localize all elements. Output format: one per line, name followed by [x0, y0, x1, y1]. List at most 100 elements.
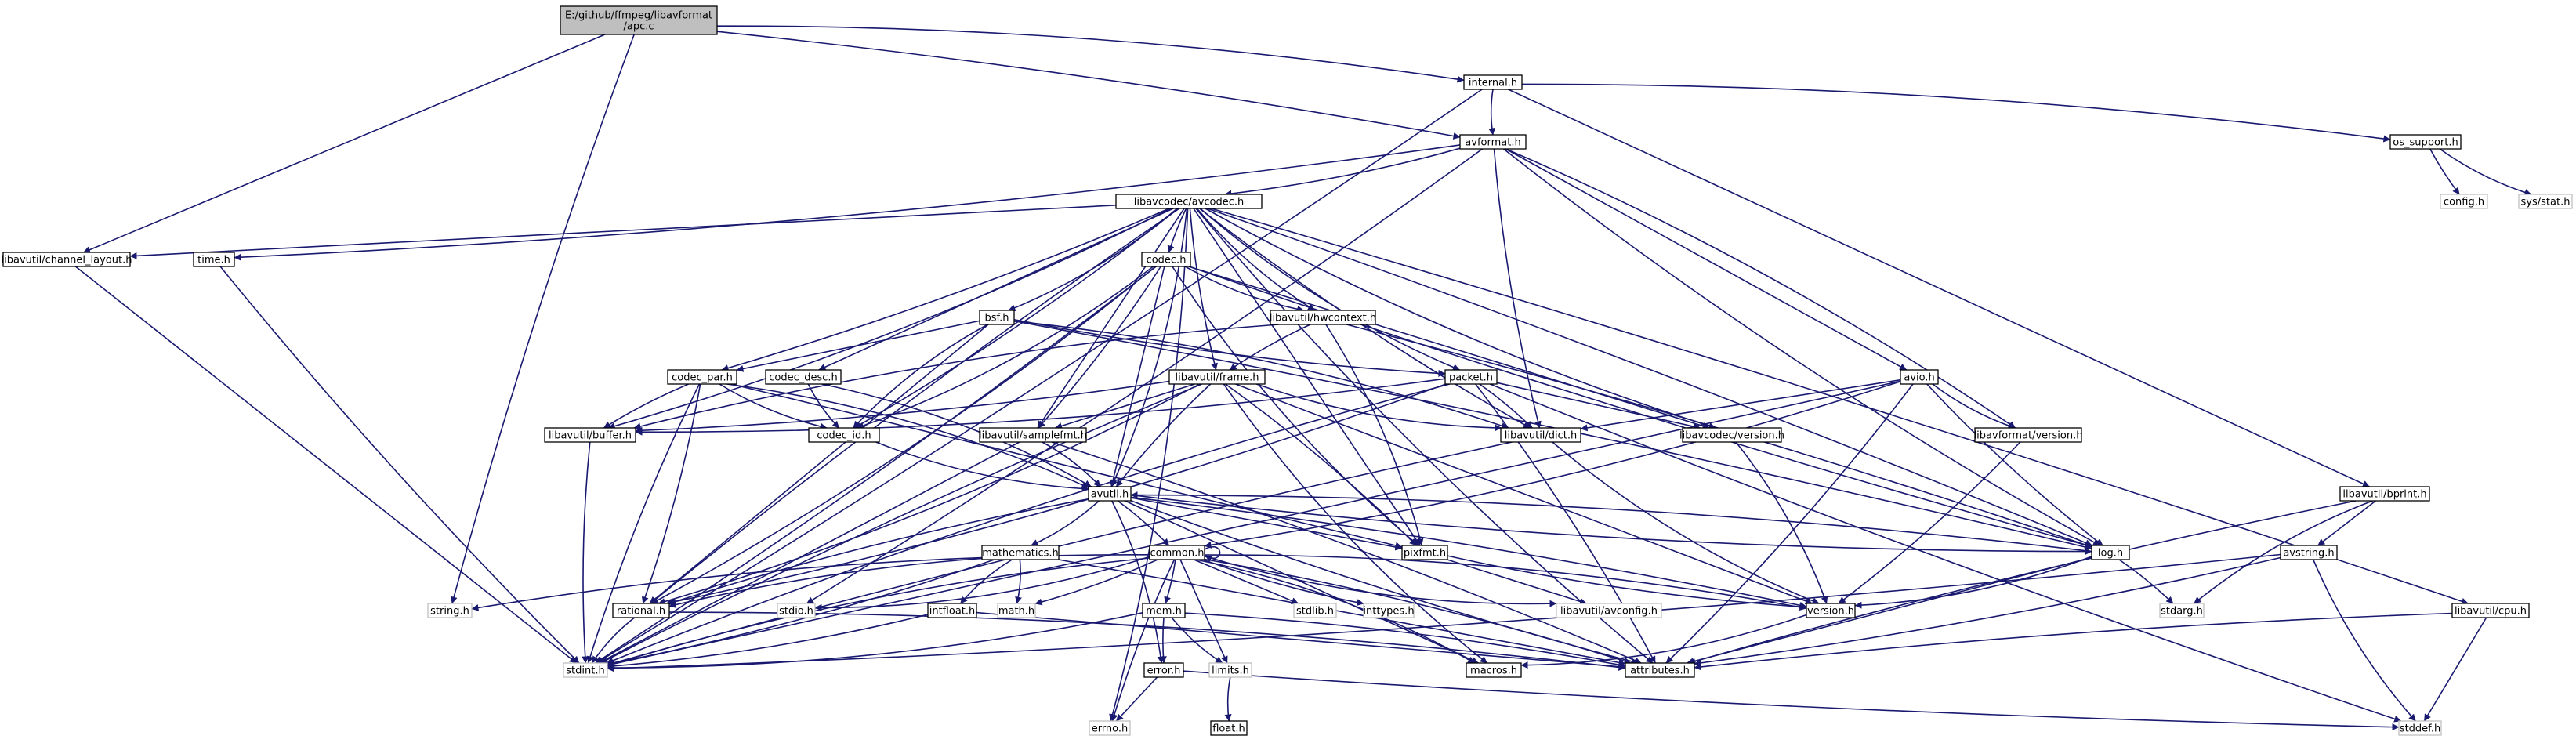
node-packet-h[interactable]: packet.h	[1444, 369, 1498, 385]
edge-avcodec-to-avcversion	[1205, 208, 1716, 429]
edge-pixfmt-to-version	[1447, 555, 1807, 611]
edge-cpu-to-stddef	[2423, 617, 2487, 722]
node-rational-h[interactable]: rational.h	[612, 603, 670, 618]
node-stddef-h[interactable]: stddef.h	[2398, 720, 2442, 736]
node-attributes-h[interactable]: attributes.h	[1625, 662, 1695, 678]
node-errno-h[interactable]: errno.h	[1089, 720, 1131, 736]
node-label: libavutil/frame.h	[1176, 372, 1259, 384]
edge-avutil-to-logh	[1130, 494, 2092, 556]
node-string-h[interactable]: string.h	[427, 603, 473, 618]
node-box	[1270, 310, 1376, 325]
node-label: libavutil/channel_layout.h	[2, 255, 132, 266]
edge-codecpar-to-stdint	[586, 383, 701, 664]
node-box	[193, 252, 235, 267]
edge-avstring-to-stdint	[607, 553, 2281, 672]
node-time-h[interactable]: time.h	[193, 252, 235, 267]
node-label: libavutil/avconfig.h	[1560, 606, 1658, 618]
node-os-support-h[interactable]: os_support.h	[2389, 134, 2462, 150]
node-stdint-h[interactable]: stdint.h	[563, 662, 608, 678]
node-stdarg-h[interactable]: stdarg.h	[2159, 603, 2205, 618]
edge-avformat-to-timeh	[234, 144, 1461, 261]
node-math-h[interactable]: math.h	[997, 603, 1036, 618]
node-config-h[interactable]: config.h	[2440, 194, 2488, 209]
node-stdlib-h[interactable]: stdlib.h	[1293, 603, 1337, 618]
node-pixfmt-h[interactable]: pixfmt.h	[1401, 545, 1448, 560]
node-codec-par-h[interactable]: codec_par.h	[667, 369, 737, 385]
node-macros-h[interactable]: macros.h	[1466, 662, 1522, 678]
node-label: E:/github/ffmpeg/libavformat	[565, 10, 712, 22]
node-bsf-h[interactable]: bsf.h	[979, 310, 1015, 325]
edge-root-to-stringh	[450, 34, 635, 604]
node-codec-desc-h[interactable]: codec_desc.h	[765, 369, 842, 385]
node-libavutil-samplefmt-h[interactable]: libavutil/samplefmt.h	[979, 427, 1087, 443]
node-label: avio.h	[1904, 372, 1934, 384]
edge-os_support-to-sysstat	[2439, 148, 2532, 196]
node-libavutil-bprint-h[interactable]: libavutil/bprint.h	[2339, 486, 2430, 502]
node-libavcodec-avcodec-h[interactable]: libavcodec/avcodec.h	[1115, 194, 1263, 209]
node-avutil-h[interactable]: avutil.h	[1088, 486, 1132, 502]
node-box	[2, 252, 131, 267]
node-label: macros.h	[1470, 665, 1517, 677]
node-libavutil-buffer-h[interactable]: libavutil/buffer.h	[544, 427, 636, 443]
node-intfloat-h[interactable]: intfloat.h	[927, 603, 977, 618]
dependency-edges	[74, 25, 2532, 731]
node-label: codec_par.h	[672, 372, 733, 384]
node-e-github-ffmpeg-libavformat-apc-c[interactable]: E:/github/ffmpeg/libavformat/apc.c	[560, 5, 718, 35]
node-limits-h[interactable]: limits.h	[1208, 662, 1252, 678]
edge-avutil-to-error	[1111, 500, 1165, 664]
node-label: string.h	[430, 606, 469, 618]
node-box	[1088, 486, 1132, 502]
node-label: math.h	[998, 606, 1034, 618]
edge-codec-to-avutil	[1109, 266, 1165, 487]
node-label: codec_desc.h	[769, 372, 838, 384]
node-libavutil-frame-h[interactable]: libavutil/frame.h	[1168, 369, 1266, 385]
node-codec-id-h[interactable]: codec_id.h	[808, 427, 880, 443]
node-box	[563, 662, 608, 678]
node-label: avformat.h	[1465, 137, 1520, 149]
node-label: float.h	[1212, 723, 1245, 735]
node-error-h[interactable]: error.h	[1143, 662, 1184, 678]
node-box	[1149, 545, 1205, 560]
node-mathematics-h[interactable]: mathematics.h	[981, 545, 1060, 560]
edge-frame-to-buffer	[635, 380, 1170, 434]
node-libavcodec-version-h[interactable]: libavcodec/version.h	[1679, 427, 1784, 443]
node-avio-h[interactable]: avio.h	[1900, 369, 1939, 385]
edge-frame-to-avutil	[1115, 383, 1212, 487]
edge-logh-to-attributes	[1687, 556, 2092, 665]
node-sys-stat-h[interactable]: sys/stat.h	[2518, 194, 2573, 209]
node-libavformat-version-h[interactable]: libavformat/version.h	[1974, 427, 2083, 443]
edge-mem-to-limits	[1171, 617, 1223, 664]
node-float-h[interactable]: float.h	[1210, 720, 1248, 736]
edge-error-to-stddef	[1183, 670, 2400, 731]
node-libavutil-channel-layout-h[interactable]: libavutil/channel_layout.h	[2, 252, 132, 267]
node-log-h[interactable]: log.h	[2091, 545, 2130, 560]
node-libavutil-hwcontext-h[interactable]: libavutil/hwcontext.h	[1270, 310, 1376, 325]
node-inttypes-h[interactable]: inttypes.h	[1363, 603, 1415, 618]
node-version-h[interactable]: version.h	[1806, 603, 1856, 618]
edge-lavfversion-to-version	[1838, 441, 2021, 604]
edge-avio-to-dict	[1580, 379, 1901, 432]
node-libavutil-avconfig-h[interactable]: libavutil/avconfig.h	[1556, 603, 1662, 618]
node-stdio-h[interactable]: stdio.h	[777, 603, 816, 618]
edge-intfloat-to-stdint	[607, 614, 929, 670]
edge-timeh-to-stdint	[219, 266, 580, 664]
edge-bsf-to-dict	[1013, 321, 1509, 429]
edge-frame-to-macros	[1223, 383, 1487, 664]
edge-avcversion-to-version	[1735, 441, 1828, 604]
node-libavutil-dict-h[interactable]: libavutil/dict.h	[1500, 427, 1581, 443]
node-avformat-h[interactable]: avformat.h	[1459, 134, 1527, 150]
node-box	[2440, 194, 2488, 209]
node-common-h[interactable]: common.h	[1149, 545, 1205, 560]
node-mem-h[interactable]: mem.h	[1142, 603, 1186, 618]
node-internal-h[interactable]: internal.h	[1463, 74, 1523, 90]
node-libavutil-cpu-h[interactable]: libavutil/cpu.h	[2451, 603, 2530, 618]
edge-avcodec-to-codec	[1167, 208, 1187, 253]
node-avstring-h[interactable]: avstring.h	[2280, 545, 2338, 560]
node-box	[979, 427, 1087, 443]
edge-common-to-limits	[1179, 559, 1228, 664]
edge-codec-to-samplefmt	[1038, 266, 1161, 429]
node-codec-h[interactable]: codec.h	[1141, 252, 1191, 267]
node-label: codec_id.h	[817, 430, 871, 442]
node-label: mem.h	[1146, 606, 1182, 618]
edge-common-to-stdio	[814, 556, 1150, 611]
